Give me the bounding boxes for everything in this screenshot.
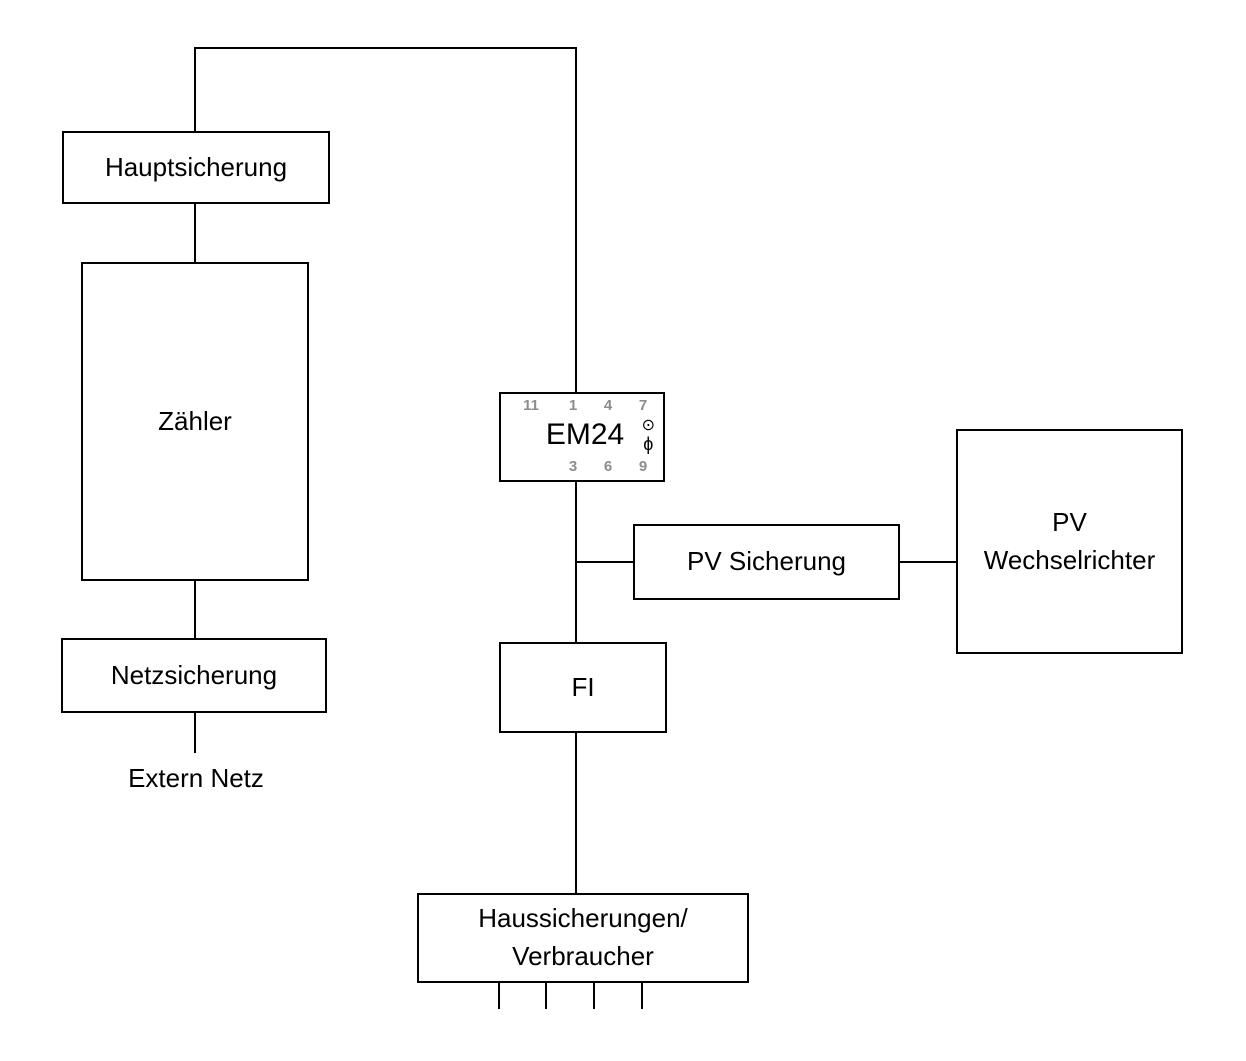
consumer-stub-4 (641, 982, 643, 1009)
zaehler-label: Zähler (158, 405, 232, 436)
em24-terminal-3: 3 (568, 458, 578, 475)
em24-terminal-4: 4 (603, 397, 613, 414)
wire-top-to-em24 (575, 47, 577, 393)
extern-netz-label: Extern Netz (128, 763, 264, 793)
em24-terminal-11: 11 (523, 397, 539, 414)
em24-label: EM24 (545, 418, 625, 451)
circled-dot-icon: ⊙ (641, 417, 655, 434)
pv-sicherung-label: PV Sicherung (687, 546, 846, 577)
em24-terminal-7: 7 (638, 397, 648, 414)
pv-wechselrichter-label-line1: PV (1052, 506, 1087, 537)
haussicherungen-verbraucher-box: Haussicherungen/ Verbraucher (417, 893, 749, 983)
wire-fi-to-haussicherungen (575, 732, 577, 894)
fi-box: FI (499, 642, 667, 733)
haussicherungen-label-line2: Verbraucher (512, 941, 654, 971)
wire-hauptsicherung-to-zaehler (194, 203, 196, 263)
haussicherungen-label-line1: Haussicherungen/ (478, 903, 688, 934)
wire-netzsicherung-to-extern-netz (194, 712, 196, 753)
em24-terminal-1: 1 (568, 397, 578, 414)
hauptsicherung-label: Hauptsicherung (104, 151, 288, 182)
em24-terminal-6: 6 (603, 458, 613, 475)
wire-top-to-hauptsicherung (194, 47, 196, 133)
consumer-stub-3 (593, 982, 595, 1009)
netzsicherung-box: Netzsicherung (61, 638, 327, 713)
wire-branch-to-pv-sicherung (575, 561, 634, 563)
zaehler-box: Zähler (81, 262, 309, 581)
fi-label: FI (571, 671, 595, 702)
pv-sicherung-box: PV Sicherung (633, 524, 900, 600)
em24-symbol-group: ⊙ ϕ (641, 417, 655, 454)
pv-wechselrichter-box: PV Wechselrichter (956, 429, 1183, 654)
em24-terminal-9: 9 (638, 458, 648, 475)
hauptsicherung-box: Hauptsicherung (62, 131, 330, 204)
consumer-stub-1 (498, 982, 500, 1009)
wire-pv-sicherung-to-wechselrichter (899, 561, 957, 563)
em24-box: 11 1 4 7 EM24 ⊙ ϕ 3 6 9 (499, 392, 665, 482)
pv-wechselrichter-label-line2: Wechselrichter (983, 544, 1156, 575)
consumer-stub-2 (545, 982, 547, 1009)
netzsicherung-label: Netzsicherung (110, 659, 278, 690)
wire-zaehler-to-netzsicherung (194, 580, 196, 639)
wire-top-horizontal (195, 47, 577, 49)
phi-icon: ϕ (643, 434, 654, 454)
